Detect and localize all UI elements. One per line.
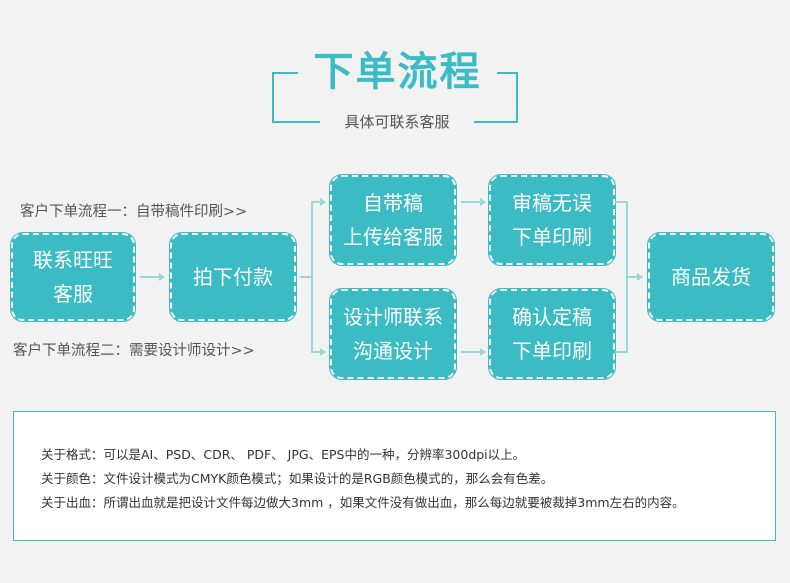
note-format: 关于格式：可以是AI、PSD、CDR、 PDF、 JPG、EPS中的一种，分辨率… <box>41 447 526 462</box>
route2-label: 客户下单流程二：需要设计师设计>> <box>13 343 255 359</box>
title-bracket-right-top <box>497 72 518 74</box>
connector-split-bottom <box>311 351 321 353</box>
step-confirm-line2: 下单印刷 <box>512 339 592 363</box>
note-bleed: 关于出血：所谓出血就是把设计文件每边做大3mm ，如果文件没有做出血，那么每边就… <box>41 495 685 510</box>
step-ship-label: 商品发货 <box>671 265 751 289</box>
connector-split-vertical <box>311 201 313 353</box>
connector-designer-confirm <box>461 351 481 353</box>
step-pay-box: 拍下付款 <box>169 232 297 322</box>
step-contact-box: 联系旺旺 客服 <box>10 232 136 322</box>
arrow-to-own-draft <box>320 198 326 206</box>
step-review-line1: 审稿无误 <box>512 191 592 215</box>
arrow-to-confirm <box>480 348 486 356</box>
arrow-to-review <box>480 198 486 206</box>
step-designer-box: 设计师联系 沟通设计 <box>329 288 457 380</box>
connector-merge-ship <box>626 276 638 278</box>
page-subtitle: 具体可联系客服 <box>344 113 450 131</box>
note-color: 关于颜色：文件设计模式为CMYK颜色模式；如果设计的是RGB颜色模式的，那么会有… <box>41 471 554 486</box>
step-own-draft-line2: 上传给客服 <box>343 225 443 249</box>
connector-own-draft-review <box>461 201 481 203</box>
connector-confirm-merge <box>615 351 627 353</box>
notes-panel: 关于格式：可以是AI、PSD、CDR、 PDF、 JPG、EPS中的一种，分辨率… <box>13 411 776 541</box>
step-own-draft-line1: 自带稿 <box>363 191 423 215</box>
arrow-contact-pay <box>159 273 165 281</box>
step-own-draft-box: 自带稿 上传给客服 <box>329 174 457 266</box>
arrow-to-designer <box>320 348 326 356</box>
step-pay-label: 拍下付款 <box>193 265 273 289</box>
arrow-to-ship <box>637 273 643 281</box>
step-review-line2: 下单印刷 <box>512 225 592 249</box>
title-bracket-left-bottom <box>272 121 320 123</box>
step-review-box: 审稿无误 下单印刷 <box>488 174 616 266</box>
step-ship-box: 商品发货 <box>647 232 775 322</box>
step-contact-line1: 联系旺旺 <box>33 248 113 272</box>
step-designer-line1: 设计师联系 <box>343 305 443 329</box>
step-contact-line2: 客服 <box>53 282 93 306</box>
title-bracket-left-top <box>272 72 298 74</box>
connector-split-top <box>311 201 321 203</box>
connector-review-merge <box>615 201 627 203</box>
step-confirm-line1: 确认定稿 <box>512 305 592 329</box>
step-designer-line2: 沟通设计 <box>353 339 433 363</box>
step-confirm-box: 确认定稿 下单印刷 <box>488 288 616 380</box>
connector-pay-split <box>300 276 312 278</box>
connector-contact-pay <box>140 276 160 278</box>
page-title: 下单流程 <box>313 49 482 95</box>
route1-label: 客户下单流程一：自带稿件印刷>> <box>20 204 248 220</box>
title-bracket-right-vertical <box>516 72 518 122</box>
title-bracket-left-vertical <box>272 72 274 122</box>
title-bracket-right-bottom <box>474 121 518 123</box>
